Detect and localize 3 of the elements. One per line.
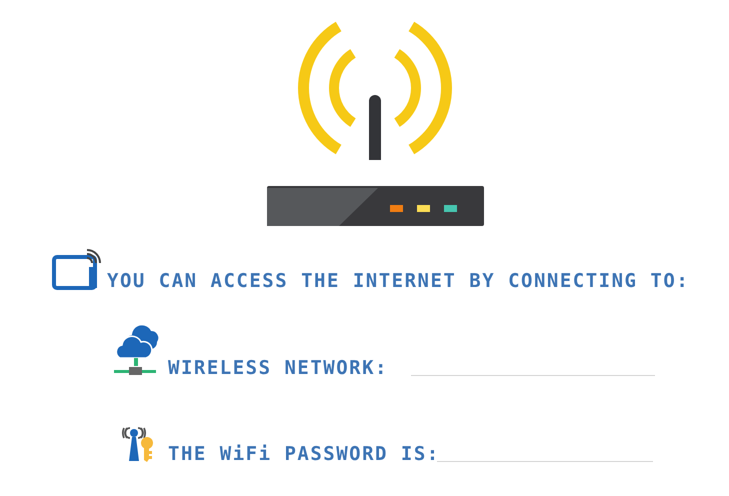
field-label: WIRELESS NETWORK:	[168, 357, 388, 379]
heading-text: YOU CAN ACCESS THE INTERNET BY CONNECTING TO:	[107, 270, 690, 292]
field-label: THE WiFi PASSWORD IS:	[168, 443, 440, 465]
